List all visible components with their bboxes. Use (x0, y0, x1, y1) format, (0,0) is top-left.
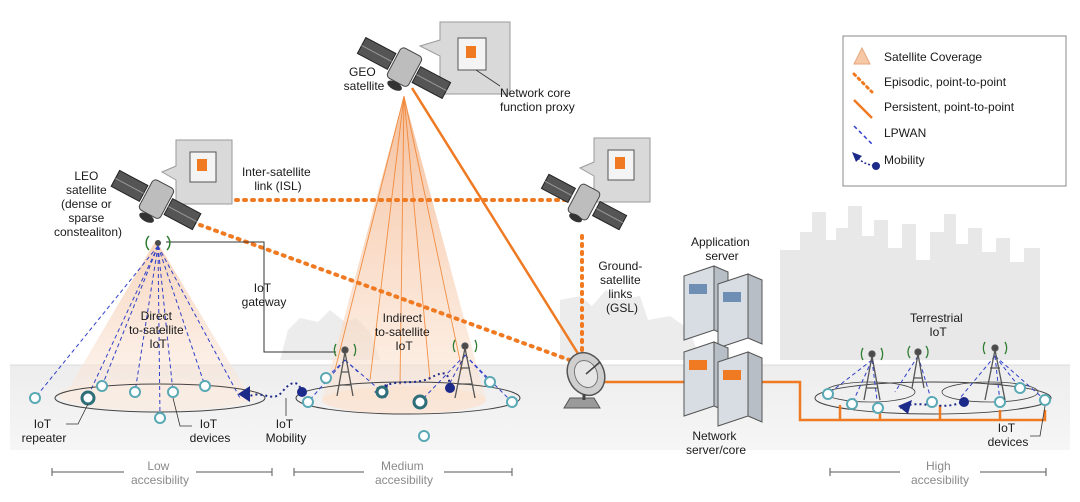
proxy-callout-sat3 (578, 137, 651, 203)
diagram-labels: GEO satellite Network core function prox… (22, 65, 1029, 487)
leo-antenna-icon (145, 235, 171, 251)
geo-satellite-label: GEO satellite (344, 65, 385, 93)
leo-lpwan-links (34, 245, 241, 419)
coverage-cone-icon (853, 46, 871, 65)
legend-item-lpwan: LPWAN (853, 125, 926, 145)
dashed-blue-line-icon (853, 125, 873, 145)
tower-icon (333, 343, 357, 397)
indirect-label: Indirect to-satellite IoT (375, 311, 433, 353)
direct-label: Direct to-satellite IoT (129, 309, 187, 351)
label-pointers (66, 397, 1046, 437)
geo-satellite-icon (356, 36, 452, 100)
low-accessibility-label: Low accesibility (131, 459, 189, 487)
iot-repeater-label: IoT repeater (22, 417, 67, 445)
legend-item-mobility: Mobility (852, 152, 925, 170)
legend-label: LPWAN (884, 126, 926, 140)
episodic-links (168, 198, 588, 368)
high-device-area (814, 381, 1052, 415)
persistent-links (410, 87, 1047, 422)
high-accessibility-label: High accesibility (911, 459, 969, 487)
geo-coverage-cone (322, 96, 486, 400)
ground-station-dish-icon (563, 351, 606, 409)
iot-devices-right-label: IoT devices (988, 421, 1029, 449)
medium-accessibility-label: Medium accesibility (375, 459, 433, 487)
leo-coverage-cone (62, 240, 252, 400)
legend: Satellite Coverage Episodic, point-to-po… (842, 35, 1067, 187)
gsl-label: Ground- satellite links (GSL) (598, 259, 645, 315)
geo-beam-lines (334, 95, 463, 386)
legend-item-coverage: Satellite Coverage (853, 46, 982, 65)
application-server-label: Application server (691, 235, 753, 263)
gateway-connector (166, 241, 336, 353)
proxy-callout-leo (160, 139, 233, 205)
iot-devices (29, 372, 1051, 442)
solid-orange-line-icon (853, 99, 873, 119)
network-server-icon (683, 341, 763, 427)
legend-item-persistent: Persistent, point-to-point (853, 99, 1015, 119)
accessibility-bars (51, 468, 1047, 476)
network-server-label: Network server/core (686, 429, 746, 457)
tower-icon (452, 339, 478, 399)
application-server-icon (683, 265, 763, 349)
tower-icon (907, 345, 929, 389)
tower-icon (860, 347, 884, 401)
proxy-callout-geo (418, 21, 511, 95)
legend-label: Persistent, point-to-point (884, 100, 1015, 114)
network-core-proxy-label: Network core function proxy (500, 86, 575, 114)
leo-satellite-icon (110, 169, 202, 231)
terrestrial-iot-label: Terrestrial IoT (910, 311, 966, 339)
legend-label: Episodic, point-to-point (884, 75, 1007, 89)
iot-devices-left-label: IoT devices (190, 417, 231, 445)
tower-icon (982, 341, 1008, 401)
dotted-orange-line-icon (852, 72, 874, 94)
ground (10, 365, 1070, 450)
leo-satellite-label: LEO satellite (dense or sparse consteali… (54, 169, 122, 239)
iot-mobility-label: IoT Mobility (266, 417, 307, 445)
legend-label: Mobility (884, 153, 925, 167)
isl-label: Inter-satellite link (ISL) (242, 165, 314, 193)
mobility-arrow-icon (852, 152, 880, 170)
legend-label: Satellite Coverage (884, 50, 982, 64)
iot-gateway-label: IoT gateway (242, 281, 287, 309)
legend-item-episodic: Episodic, point-to-point (852, 72, 1007, 94)
medium-device-area (295, 381, 521, 415)
relay-satellite-icon (540, 173, 628, 231)
